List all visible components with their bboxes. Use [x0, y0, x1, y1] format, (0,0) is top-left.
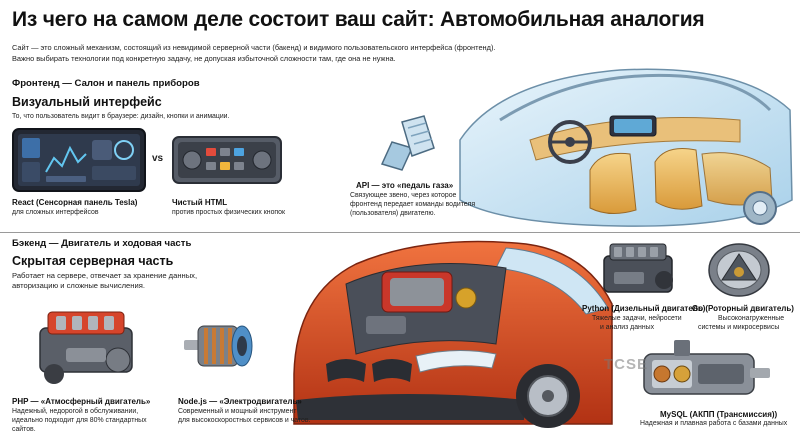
react-desc: для сложных интерфейсов	[12, 209, 99, 216]
watermark: TCSE	[604, 356, 649, 373]
section-divider	[0, 232, 800, 233]
node-title: Node.js — «Электродвигатель»	[178, 397, 302, 406]
html-title: Чистый HTML	[172, 198, 228, 207]
frontend-heading: Фронтенд — Салон и панель приборов	[12, 78, 200, 89]
html-desc: против простых физических кнопок	[172, 209, 285, 216]
go-desc-1: Высоконагруженные	[718, 315, 785, 322]
backend-desc-1: Работает на сервере, отвечает за хранени…	[12, 271, 198, 280]
go-desc-2: системы и микросервисы	[698, 324, 780, 331]
php-engine-icon	[39, 311, 133, 384]
api-desc-2: фронтенд передает команды водителя	[350, 201, 476, 208]
red-car-illustration	[293, 240, 613, 428]
backend-subheading: Скрытая серверная часть	[12, 254, 174, 268]
go-title: Go (Роторный двигатель)	[692, 304, 794, 313]
tesla-touch-panel-illustration	[12, 128, 146, 192]
gas-pedal-icon	[380, 115, 435, 171]
node-desc-1: Современный и мощный инструмент	[178, 408, 297, 415]
physical-buttons-illustration	[172, 136, 282, 184]
mysql-desc: Надежная и плавная работа с базами данны…	[640, 420, 788, 427]
api-desc-1: Связующее звено, через которое	[350, 192, 457, 199]
php-desc-1: Надежный, недорогой в обслуживании,	[12, 408, 139, 415]
backend-desc-2: авторизацию и сложные вычисления.	[12, 281, 145, 290]
page-title: Из чего на самом деле состоит ваш сайт: …	[12, 8, 705, 31]
php-title: PHP — «Атмосферный двигатель»	[12, 397, 151, 406]
electric-motor-icon	[184, 325, 253, 367]
backend-heading: Бэкенд — Двигатель и ходовая часть	[12, 238, 192, 249]
python-title: Python (Дизельный двигатель)	[582, 304, 706, 313]
api-title: API — это «педаль газа»	[356, 181, 454, 190]
python-desc-1: Тяжелые задачи, нейросети	[592, 315, 682, 322]
react-title: React (Сенсорная панель Tesla)	[12, 198, 138, 207]
python-desc-2: и анализ данных	[600, 324, 655, 331]
vs-label: vs	[152, 153, 164, 164]
rotary-engine-icon	[708, 243, 770, 297]
php-desc-2: идеально подходит для 80% стандартных	[12, 417, 147, 424]
api-desc-3: (пользователя) двигателю.	[350, 210, 436, 217]
car-interior-illustration	[459, 68, 793, 227]
diesel-engine-icon	[603, 243, 673, 293]
php-desc-3: сайтов.	[12, 426, 36, 433]
transmission-icon	[643, 340, 770, 395]
frontend-subheading: Визуальный интерфейс	[12, 95, 162, 109]
intro-line-2: Важно выбирать технологии под конкретную…	[12, 54, 396, 63]
mysql-title: MySQL (АКПП (Трансмиссия))	[660, 410, 778, 419]
node-desc-2: для высокоскоростных сервисов и чатов.	[178, 417, 311, 424]
frontend-description: То, что пользователь видит в браузере: д…	[12, 113, 230, 120]
intro-line-1: Сайт — это сложный механизм, состоящий и…	[12, 43, 496, 52]
